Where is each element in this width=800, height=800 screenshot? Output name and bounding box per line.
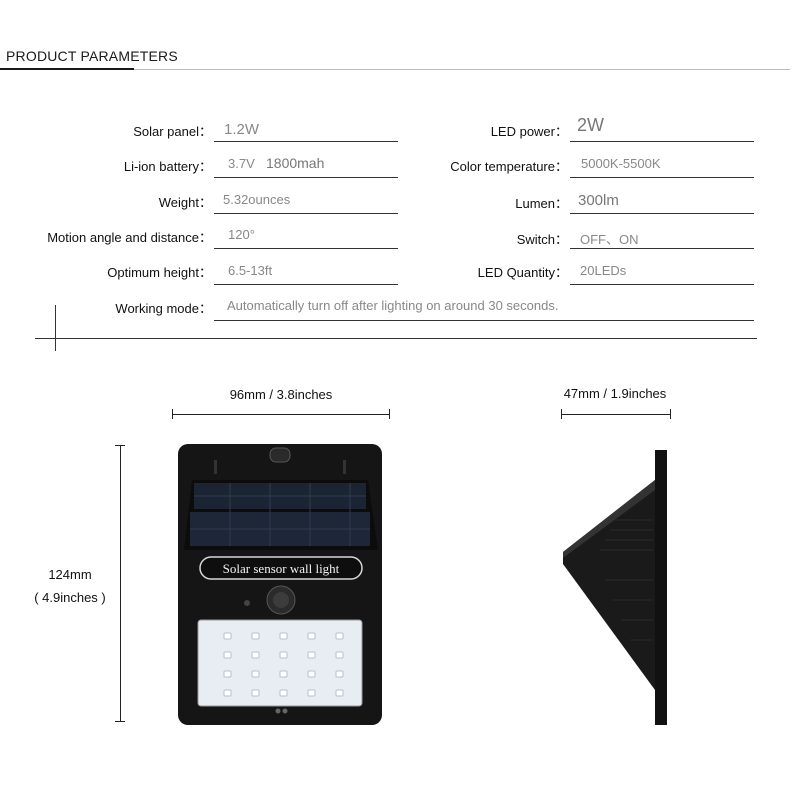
led-chip [251,670,260,678]
width-dimension-line [172,414,390,415]
led-chip [279,651,288,659]
lumen-value: 300lm [578,192,619,209]
header-divider [0,69,790,70]
vent-slot [343,460,346,474]
led-chip [223,651,232,659]
led-chip [335,651,344,659]
section-bottom-rule [35,338,757,339]
height-dimension-mm: 124mm [48,567,92,582]
led-chip [251,632,260,640]
product-front-view: Solar sensor wall light [178,444,382,725]
width-dimension-tick-left [172,409,173,419]
product-badge-text: Solar sensor wall light [223,561,340,576]
led-chip [307,670,316,678]
battery-underline [214,177,398,178]
led-chip [223,689,232,697]
weight-underline [214,213,398,214]
led-power-value: 2W [577,115,604,135]
screw-icon [282,708,288,714]
led-chip [279,632,288,640]
battery-value-capacity: 1800mah [266,155,325,171]
motion-underline [214,248,398,249]
led-chip [223,632,232,640]
led-chip [279,689,288,697]
side-back-plate [655,450,667,725]
led-quantity-label: LED Quantity： [477,265,568,280]
light-sensor [244,600,250,606]
depth-dimension-tick-right [670,409,671,419]
mount-hole [269,447,291,463]
led-chip [279,670,288,678]
led-chip [335,632,344,640]
vent-slot [214,460,217,474]
height-underline [214,284,398,285]
weight-label: Weight： [158,195,212,210]
led-chip [307,651,316,659]
battery-value-voltage: 3.7V [228,156,255,171]
led-chip [251,651,260,659]
led-power-underline [570,141,754,142]
pir-lens [273,592,289,608]
section-title: PRODUCT PARAMETERS [6,48,178,64]
height-dimension-inches: ( 4.9inches ) [34,590,106,605]
color-temp-value: 5000K-5500K [581,156,661,171]
led-chip [307,632,316,640]
motion-value: 120° [228,227,255,242]
led-chip [251,689,260,697]
switch-value: OFF、ON [580,232,639,247]
height-dimension-tick-top [115,445,125,446]
height-value: 6.5-13ft [228,263,273,278]
side-ribs [600,519,653,641]
width-dimension-tick-right [389,409,390,419]
led-chip [335,689,344,697]
led-chip [335,670,344,678]
solar-panel [184,480,378,550]
led-chip [307,689,316,697]
product-badge [199,556,363,580]
height-dimension-tick-bottom [115,721,125,722]
led-quantity-underline [570,284,754,285]
switch-underline [570,248,754,249]
height-dimension-line [120,445,121,722]
lumen-label: Lumen： [515,196,568,211]
section-bottom-tick [55,305,56,351]
solar-panel-underline [214,141,398,142]
side-highlight [563,480,655,558]
working-mode-value: Automatically turn off after lighting on… [227,298,559,313]
switch-label: Switch： [516,232,568,247]
color-temp-underline [570,177,754,178]
height-label: Optimum height： [107,265,212,280]
led-chip [223,670,232,678]
led-grid [223,632,344,697]
battery-label: Li-ion battery： [123,159,212,174]
solar-panel-value: 1.2W [224,121,260,138]
lumen-underline [570,213,754,214]
product-side-view [563,450,667,725]
depth-dimension-line [561,414,671,415]
led-power-label: LED power： [490,124,568,139]
weight-value: 5.32ounces [223,192,291,207]
screw-icon [275,708,281,714]
working-mode-label: Working mode： [115,301,212,316]
motion-label: Motion angle and distance： [47,230,212,245]
side-body [563,480,655,690]
solar-panel-label: Solar panel： [133,124,212,139]
header-accent-bar [0,68,134,70]
depth-dimension-label: 47mm / 1.9inches [563,386,667,401]
led-quantity-value: 20LEDs [580,263,627,278]
working-mode-underline [214,320,754,321]
depth-dimension-tick-left [561,409,562,419]
led-panel [197,619,363,707]
width-dimension-label: 96mm / 3.8inches [229,387,333,402]
color-temp-label: Color temperature： [450,159,568,174]
